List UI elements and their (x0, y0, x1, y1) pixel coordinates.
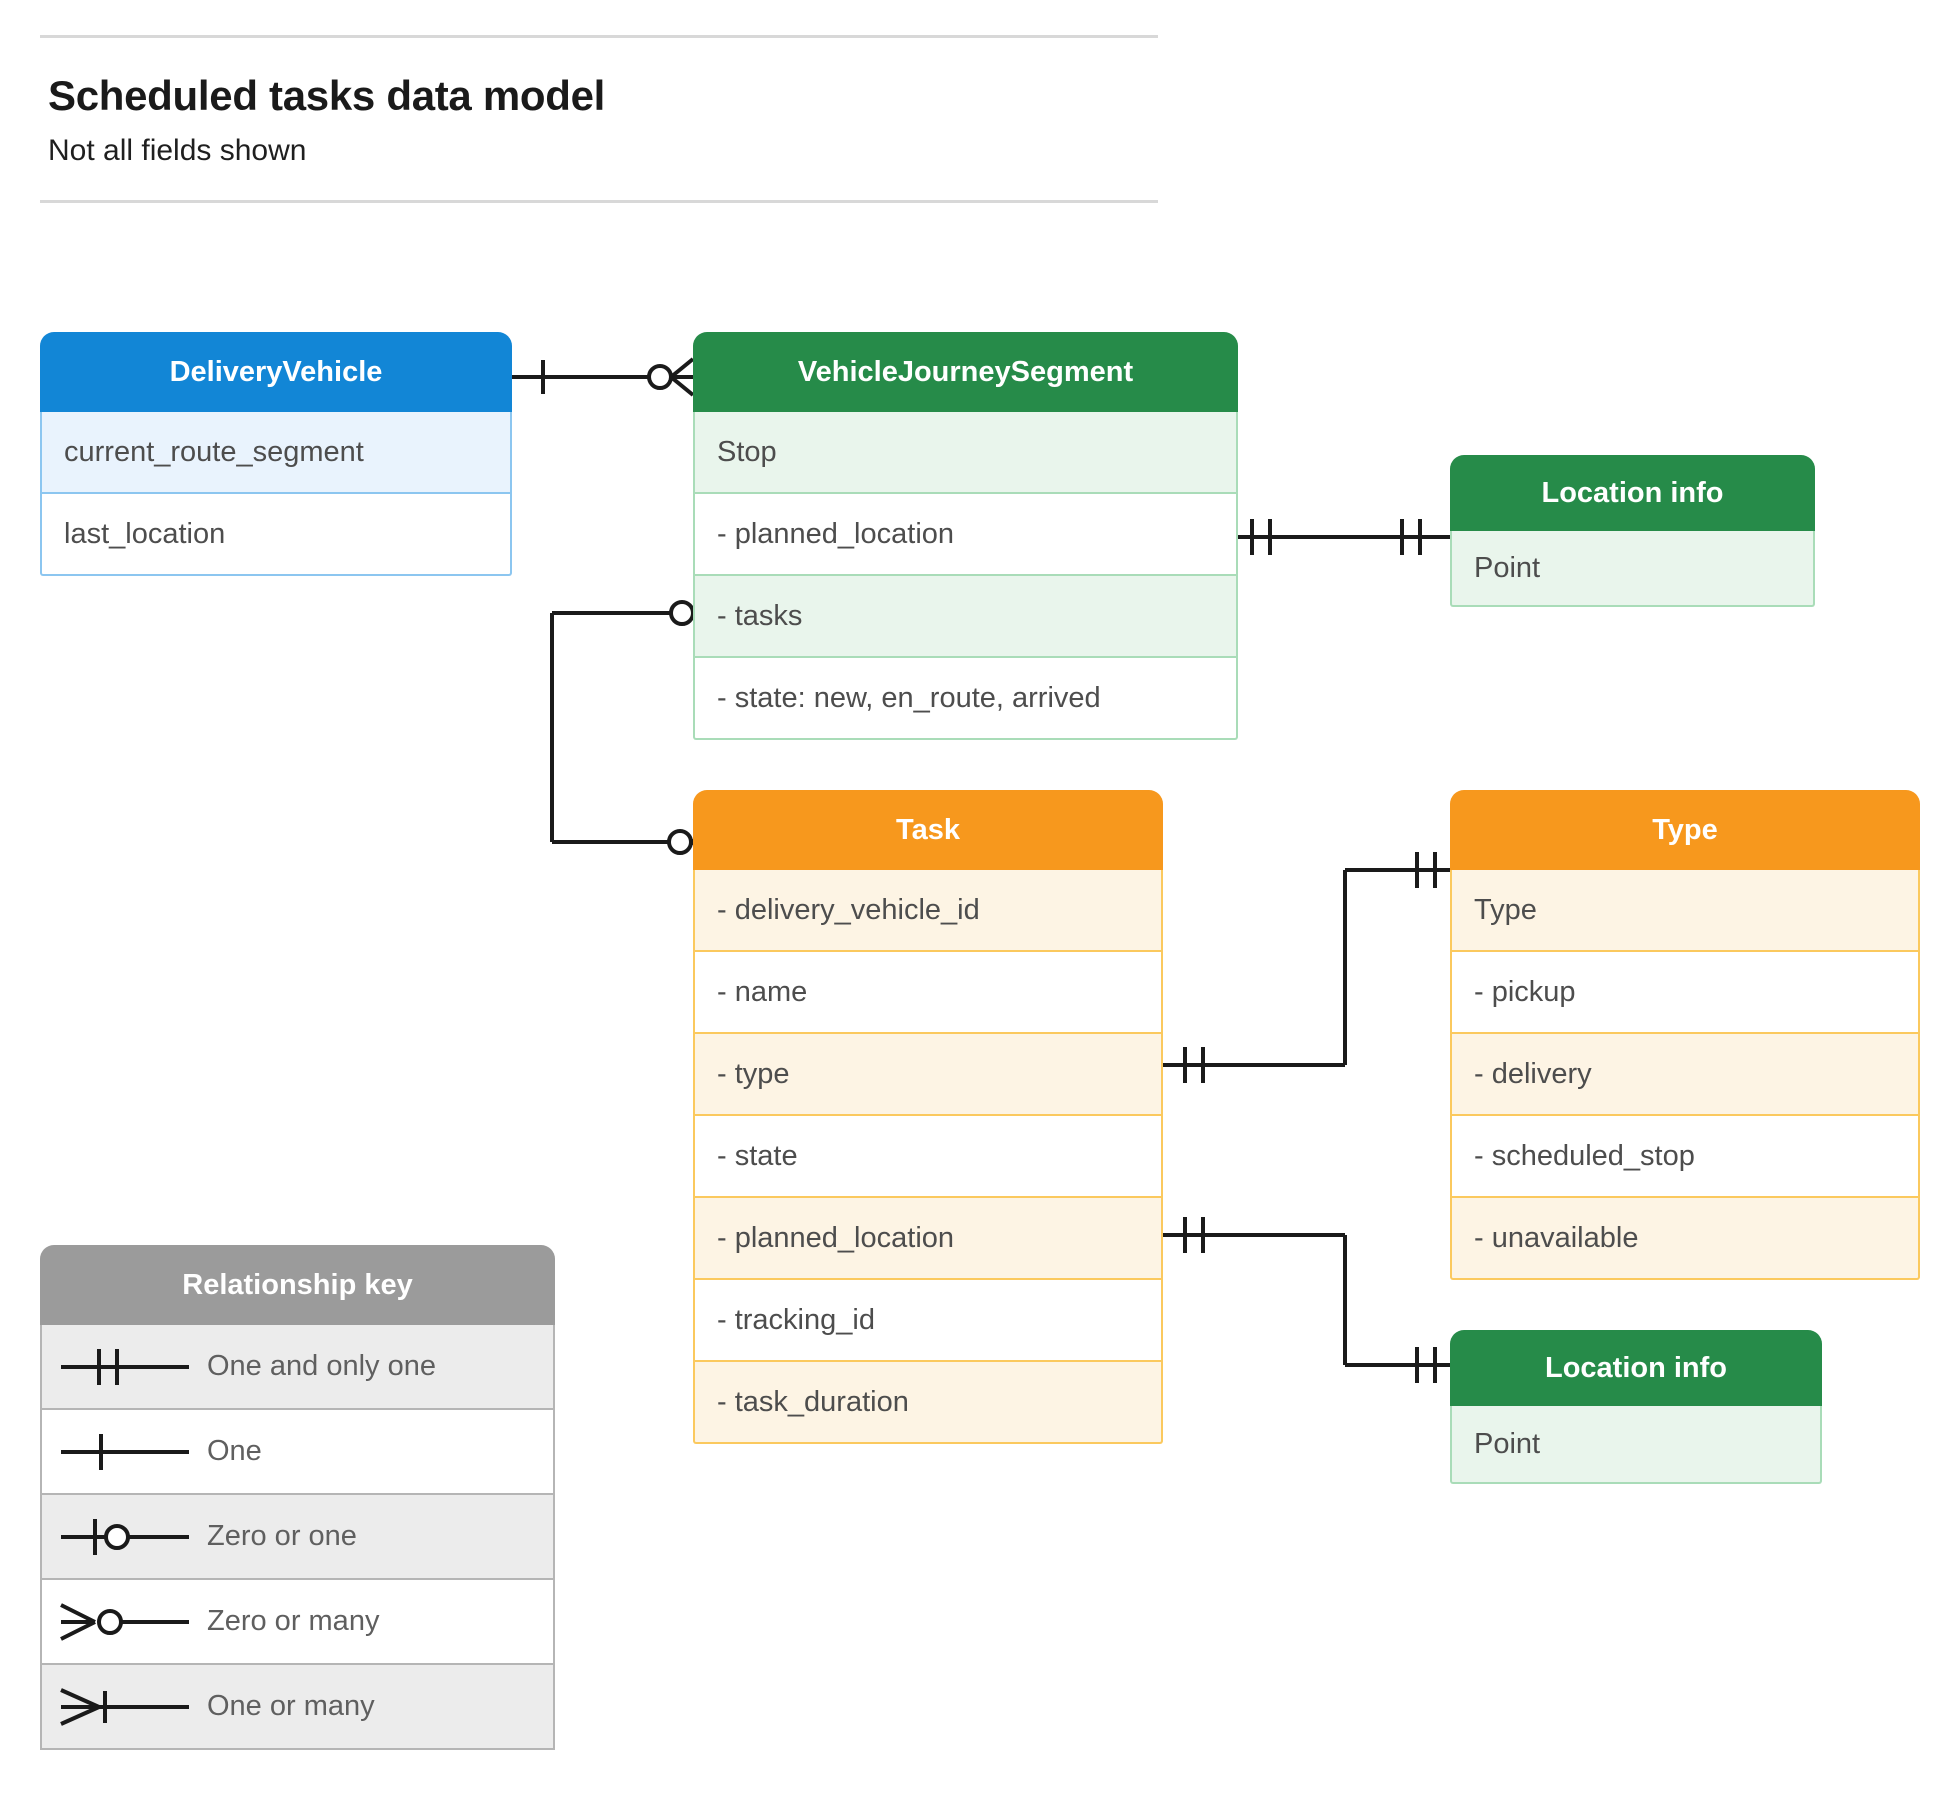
entity-task-row-6: - task_duration (693, 1362, 1163, 1444)
connector-taskplannedlocation-locationinfo-bottom (1155, 1210, 1465, 1400)
entity-task-row-1: - name (693, 952, 1163, 1034)
entity-deliveryvehicle-row-1: last_location (40, 494, 512, 576)
legend-item-label: One and only one (207, 1350, 436, 1382)
legend-item-zero-or-many: Zero or many (40, 1580, 555, 1665)
one-or-many-icon (42, 1684, 207, 1730)
entity-task-row-0: - delivery_vehicle_id (693, 870, 1163, 952)
entity-vehiclejourneysegment-row-0: Stop (693, 412, 1238, 494)
legend-item-label: Zero or many (207, 1605, 380, 1637)
header-bottom-divider (40, 200, 1158, 203)
entity-type[interactable]: Type Type - pickup - delivery - schedule… (1450, 790, 1920, 1280)
entity-task-row-4: - planned_location (693, 1198, 1163, 1280)
connector-deliveryvehicle-vehiclejourneysegment (505, 352, 705, 412)
connector-tasktype-type (1155, 800, 1465, 1090)
zero-or-one-icon (42, 1514, 207, 1560)
entity-deliveryvehicle-title: DeliveryVehicle (40, 332, 512, 412)
entity-type-title: Type (1450, 790, 1920, 870)
entity-locationinfo-top[interactable]: Location info Point (1450, 455, 1815, 607)
legend-item-label: One or many (207, 1690, 375, 1722)
entity-task-title: Task (693, 790, 1163, 870)
legend-item-one: One (40, 1410, 555, 1495)
entity-task-row-2: - type (693, 1034, 1163, 1116)
legend-item-label: Zero or one (207, 1520, 357, 1552)
legend-item-one-or-many: One or many (40, 1665, 555, 1750)
legend-relationship-key[interactable]: Relationship key One and only one One (40, 1245, 555, 1750)
entity-type-row-1: - pickup (1450, 952, 1920, 1034)
legend-item-label: One (207, 1435, 262, 1467)
entity-vehiclejourneysegment-row-1: - planned_location (693, 494, 1238, 576)
page-title: Scheduled tasks data model (48, 72, 606, 119)
connector-plannedlocation-locationinfo-top (1230, 512, 1460, 572)
zero-or-many-icon (42, 1599, 207, 1645)
entity-task[interactable]: Task - delivery_vehicle_id - name - type… (693, 790, 1163, 1444)
entity-task-row-3: - state (693, 1116, 1163, 1198)
page-subtitle: Not all fields shown (48, 134, 307, 167)
entity-type-row-2: - delivery (1450, 1034, 1920, 1116)
entity-vehiclejourneysegment[interactable]: VehicleJourneySegment Stop - planned_loc… (693, 332, 1238, 740)
entity-locationinfo-bottom-title: Location info (1450, 1330, 1822, 1406)
entity-deliveryvehicle[interactable]: DeliveryVehicle current_route_segment la… (40, 332, 512, 576)
entity-locationinfo-top-row-0: Point (1450, 531, 1815, 607)
entity-type-row-3: - scheduled_stop (1450, 1116, 1920, 1198)
legend-item-zero-or-one: Zero or one (40, 1495, 555, 1580)
entity-locationinfo-bottom-row-0: Point (1450, 1406, 1822, 1484)
one-icon (42, 1429, 207, 1475)
entity-locationinfo-bottom[interactable]: Location info Point (1450, 1330, 1822, 1484)
entity-vehiclejourneysegment-row-3: - state: new, en_route, arrived (693, 658, 1238, 740)
entity-locationinfo-top-title: Location info (1450, 455, 1815, 531)
entity-deliveryvehicle-row-0: current_route_segment (40, 412, 512, 494)
entity-type-row-4: - unavailable (1450, 1198, 1920, 1280)
legend-item-one-and-only-one: One and only one (40, 1325, 555, 1410)
entity-type-row-0: Type (1450, 870, 1920, 952)
one-and-only-one-icon (42, 1344, 207, 1390)
entity-vehiclejourneysegment-row-2: - tasks (693, 576, 1238, 658)
header-top-divider (40, 35, 1158, 38)
entity-vehiclejourneysegment-title: VehicleJourneySegment (693, 332, 1238, 412)
legend-title: Relationship key (40, 1245, 555, 1325)
entity-task-row-5: - tracking_id (693, 1280, 1163, 1362)
